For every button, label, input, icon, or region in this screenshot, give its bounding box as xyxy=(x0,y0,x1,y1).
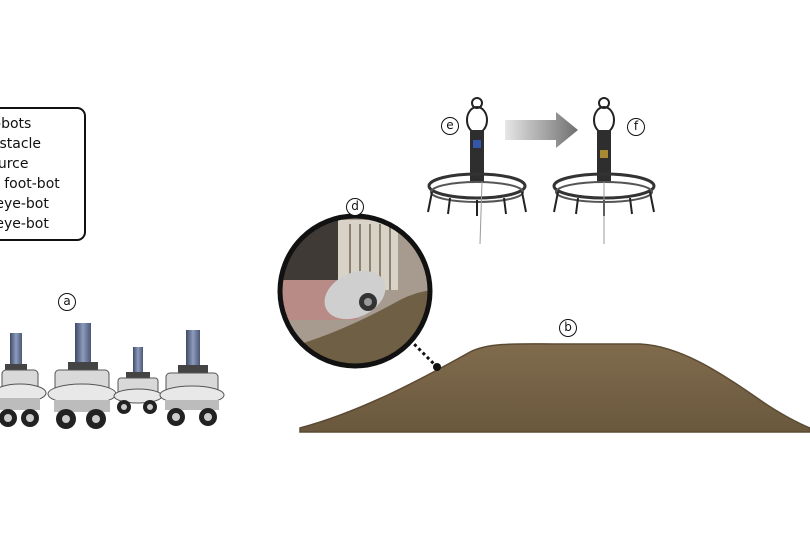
legend-item-source: source xyxy=(0,156,29,172)
zoom-inset xyxy=(277,213,441,371)
marker-b: b xyxy=(559,319,577,337)
legend-item-foot-bots: ot-bots xyxy=(0,116,32,132)
eye-bot-e xyxy=(427,97,527,245)
foot-bot-1 xyxy=(0,333,47,427)
marker-a: a xyxy=(58,293,76,311)
legend-item-foot-bot: ng foot-bot xyxy=(0,176,60,192)
legend: ot-bots obstacle source ng foot-bot 1 ey… xyxy=(0,107,86,241)
marker-d: d xyxy=(346,198,364,216)
foot-bot-4 xyxy=(159,330,225,426)
legend-item-eye-bot-1: 1 eye-bot xyxy=(0,196,49,212)
legend-item-obstacle: obstacle xyxy=(0,136,42,152)
eye-bot-f xyxy=(552,97,656,244)
marker-f: f xyxy=(627,118,645,136)
foot-bot-2 xyxy=(47,323,117,429)
hill-obstacle xyxy=(299,343,810,433)
legend-item-eye-bot-2: 2 eye-bot xyxy=(0,216,49,232)
transition-arrow xyxy=(505,112,578,148)
foot-bot-3 xyxy=(113,347,163,414)
marker-e: e xyxy=(441,117,459,135)
